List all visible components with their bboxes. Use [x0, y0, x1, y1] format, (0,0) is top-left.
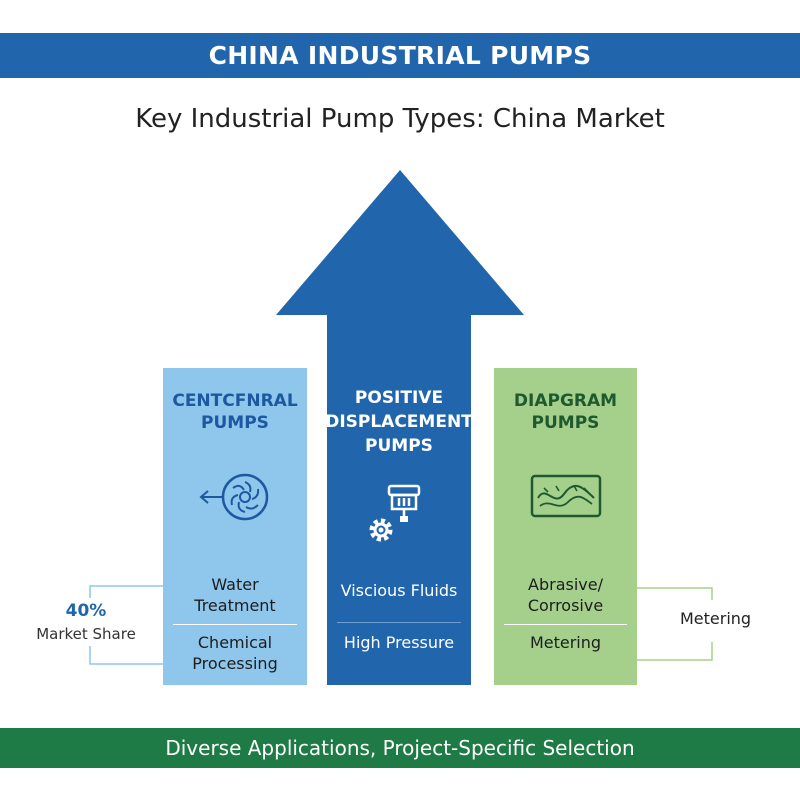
divider — [504, 624, 627, 625]
impeller-icon — [195, 472, 275, 526]
app-viscous-fluids: Viscious Fluids — [340, 581, 458, 600]
header-banner: CHINA INDUSTRIAL PUMPS — [0, 33, 800, 78]
divider — [337, 622, 461, 623]
centrifugal-title: CENTCFNRAL PUMPS — [172, 391, 298, 433]
positive-displacement-title: POSITIVE DISPLACEMENT PUMPS — [325, 388, 473, 456]
diaphragm-pumps-column: DIAPGRAM PUMPS Abrasive/ Corrosive Meter… — [494, 368, 637, 685]
app-chemical-processing: Chemical Processing — [192, 633, 278, 673]
metering-callout: Metering — [680, 609, 752, 628]
footer-banner: Diverse Applications, Project-Specific S… — [0, 728, 800, 768]
header-title: CHINA INDUSTRIAL PUMPS — [208, 41, 592, 70]
app-high-pressure: High Pressure — [343, 633, 455, 652]
footer-text: Diverse Applications, Project-Specific S… — [165, 736, 635, 760]
app-metering: Metering — [529, 633, 602, 652]
center-arrow-shape — [276, 170, 524, 685]
app-water-treatment: Water Treatment — [194, 575, 276, 615]
centrifugal-pumps-column: CENTCFNRAL PUMPS Water Treatment Chemica… — [163, 368, 307, 685]
divider — [173, 624, 297, 625]
diaphragm-title: DIAPGRAM PUMPS — [513, 391, 618, 433]
piston-gear-icon — [365, 480, 435, 554]
diaphragm-icon — [528, 472, 604, 526]
market-share-label: Market Share — [36, 625, 136, 643]
market-share-value: 40% — [65, 601, 107, 621]
positive-displacement-column: POSITIVE DISPLACEMENT PUMPS Viscious Flu… — [325, 368, 473, 685]
page-subtitle: Key Industrial Pump Types: China Market — [135, 104, 665, 134]
app-abrasive-corrosive: Abrasive/ Corrosive — [527, 575, 604, 615]
